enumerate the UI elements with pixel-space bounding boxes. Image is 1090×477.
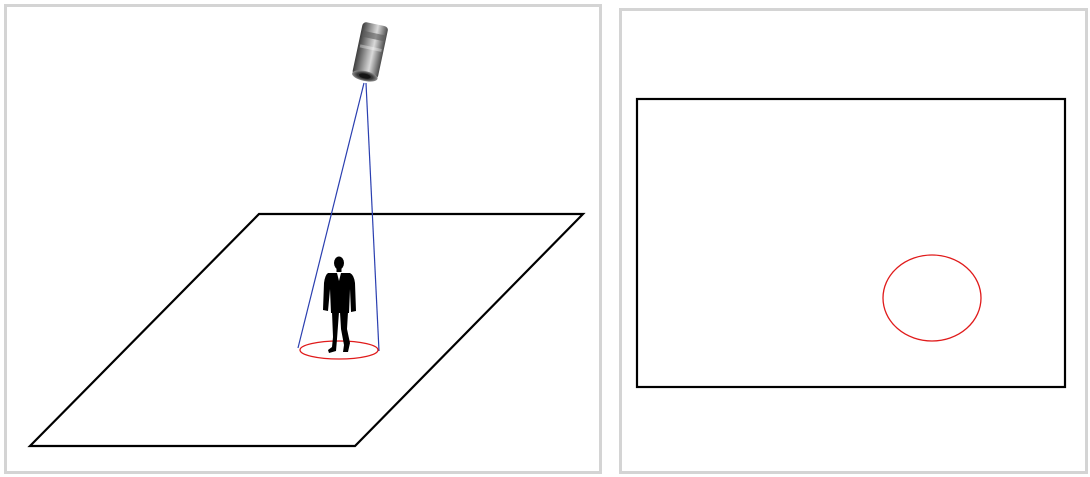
walking-person-icon: [323, 257, 356, 354]
camera-image-panel: [619, 8, 1088, 474]
perspective-view-svg: [7, 7, 599, 471]
view-cone-right-edge: [366, 83, 379, 351]
camera-image-svg: [622, 11, 1085, 471]
floor-plane: [30, 214, 583, 446]
perspective-view-panel: [4, 4, 602, 474]
ceiling-camera-icon: [351, 21, 388, 83]
detection-ellipse: [300, 341, 378, 359]
image-frame: [637, 99, 1065, 387]
detection-circle: [883, 255, 981, 341]
